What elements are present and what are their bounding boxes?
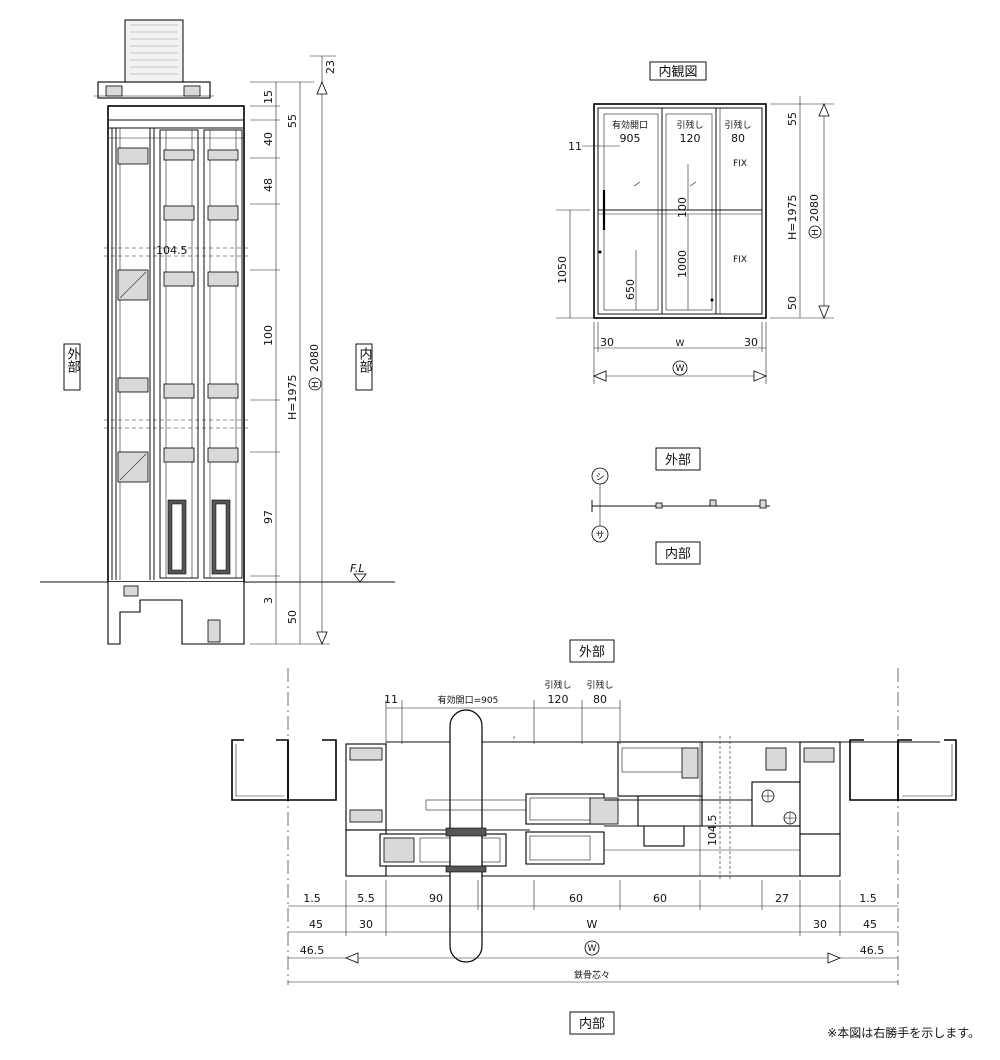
elev-dim-55: 55 [786, 112, 799, 126]
elev-opening-value: 905 [620, 132, 641, 145]
vdim-55: 55 [286, 114, 299, 128]
elev-overlap2-label: 引残し [724, 119, 751, 131]
vdim-frame-depth: 104.5 [156, 244, 188, 257]
elev-dim-1000: 1000 [676, 250, 689, 278]
h-overlap2-label: 引残し [586, 679, 613, 691]
elev-fix-upper: FIX [733, 159, 747, 169]
h-exterior-label: 外部 [579, 645, 605, 660]
vdim-97: 97 [262, 510, 275, 524]
vertical-section: 23 15 55 40 48 100 97 3 50 H=1975 H 2080… [40, 19, 395, 646]
key-marker-top: シ [595, 473, 604, 483]
h-dim-1-5-left: 1.5 [303, 892, 321, 905]
ceiling-hatch [130, 24, 178, 75]
elev-overlap2-value: 80 [731, 132, 745, 145]
interior-elevation: 内観図 有効開口 905 引残し 120 引残し 80 11 FIX FIX 1… [556, 61, 834, 384]
h-interior-label: 内部 [579, 1016, 605, 1032]
elev-dim-650: 650 [624, 279, 637, 300]
h-dim-1-5-right: 1.5 [859, 892, 877, 905]
vdim-23: 23 [324, 60, 337, 74]
elev-overlap1-value: 120 [680, 132, 701, 145]
h-row2-45-right: 45 [863, 918, 877, 931]
key-marker-bottom: サ [595, 530, 604, 541]
elev-width-right: 30 [744, 336, 758, 349]
horizontal-section: 外部 内部 [231, 639, 957, 1035]
drawing-note: ※本図は右勝手を示します。 [827, 1026, 980, 1040]
interior-view-title-box [649, 61, 707, 81]
h-row3-46-5-right: 46.5 [860, 944, 885, 957]
h-row3-46-5-left: 46.5 [300, 944, 325, 957]
elev-dim-1050: 1050 [556, 256, 569, 284]
h-row2-w: W [587, 918, 598, 931]
elev-dim-100: 100 [676, 197, 689, 218]
elev-h-marker: H [811, 229, 821, 236]
vdim-h-marker: H [311, 381, 321, 388]
vdim-height: H=1975 [286, 375, 299, 420]
elev-width-label: W [676, 339, 685, 349]
h-overlap1-label: 引残し [544, 679, 571, 691]
h-opening-label: 有効開口=905 [438, 694, 499, 706]
vdim-3: 3 [262, 597, 275, 604]
elev-width-left: 30 [600, 336, 614, 349]
floor-level-label: F.L [350, 562, 365, 575]
plan-key: 外部 内部 シ サ [591, 447, 770, 565]
h-row2-45-left: 45 [309, 918, 323, 931]
h-dim-60-a: 60 [569, 892, 583, 905]
elev-fix-lower: FIX [733, 255, 747, 265]
h-gap: 11 [384, 693, 398, 706]
elev-height: H=1975 [786, 195, 799, 240]
vdim-48: 48 [262, 178, 275, 192]
v-interior-label: 内部 [357, 346, 373, 373]
vdim-15: 15 [262, 90, 275, 104]
h-overlap2-value: 80 [593, 693, 607, 706]
h-dim-27: 27 [775, 892, 789, 905]
h-row2-30-right: 30 [813, 918, 827, 931]
key-exterior-label: 外部 [665, 453, 691, 468]
vdim-100: 100 [262, 325, 275, 346]
interior-view-title: 内観図 [658, 64, 697, 80]
vdim-50: 50 [286, 610, 299, 624]
elev-overall-width: W [676, 364, 685, 374]
elev-overall-height: 2080 [808, 194, 821, 222]
key-interior-label: 内部 [665, 546, 691, 562]
h-row3-w-marker: W [588, 944, 597, 954]
elev-opening-label: 有効開口 [612, 119, 648, 131]
h-depth: 104.5 [706, 815, 719, 847]
h-dim-5-5: 5.5 [357, 892, 375, 905]
vdim-overall: 2080 [308, 344, 321, 372]
h-dim-90: 90 [429, 892, 443, 905]
v-exterior-label: 外部 [65, 347, 81, 373]
elev-overlap1-label: 引残し [676, 119, 703, 131]
h-steel-center: 鉄骨芯々 [574, 969, 610, 981]
h-dim-60-b: 60 [653, 892, 667, 905]
elev-gap: 11 [568, 140, 582, 153]
elev-dim-50: 50 [786, 296, 799, 310]
h-row2-30-left: 30 [359, 918, 373, 931]
vdim-40: 40 [262, 132, 275, 146]
h-overlap1-value: 120 [548, 693, 569, 706]
